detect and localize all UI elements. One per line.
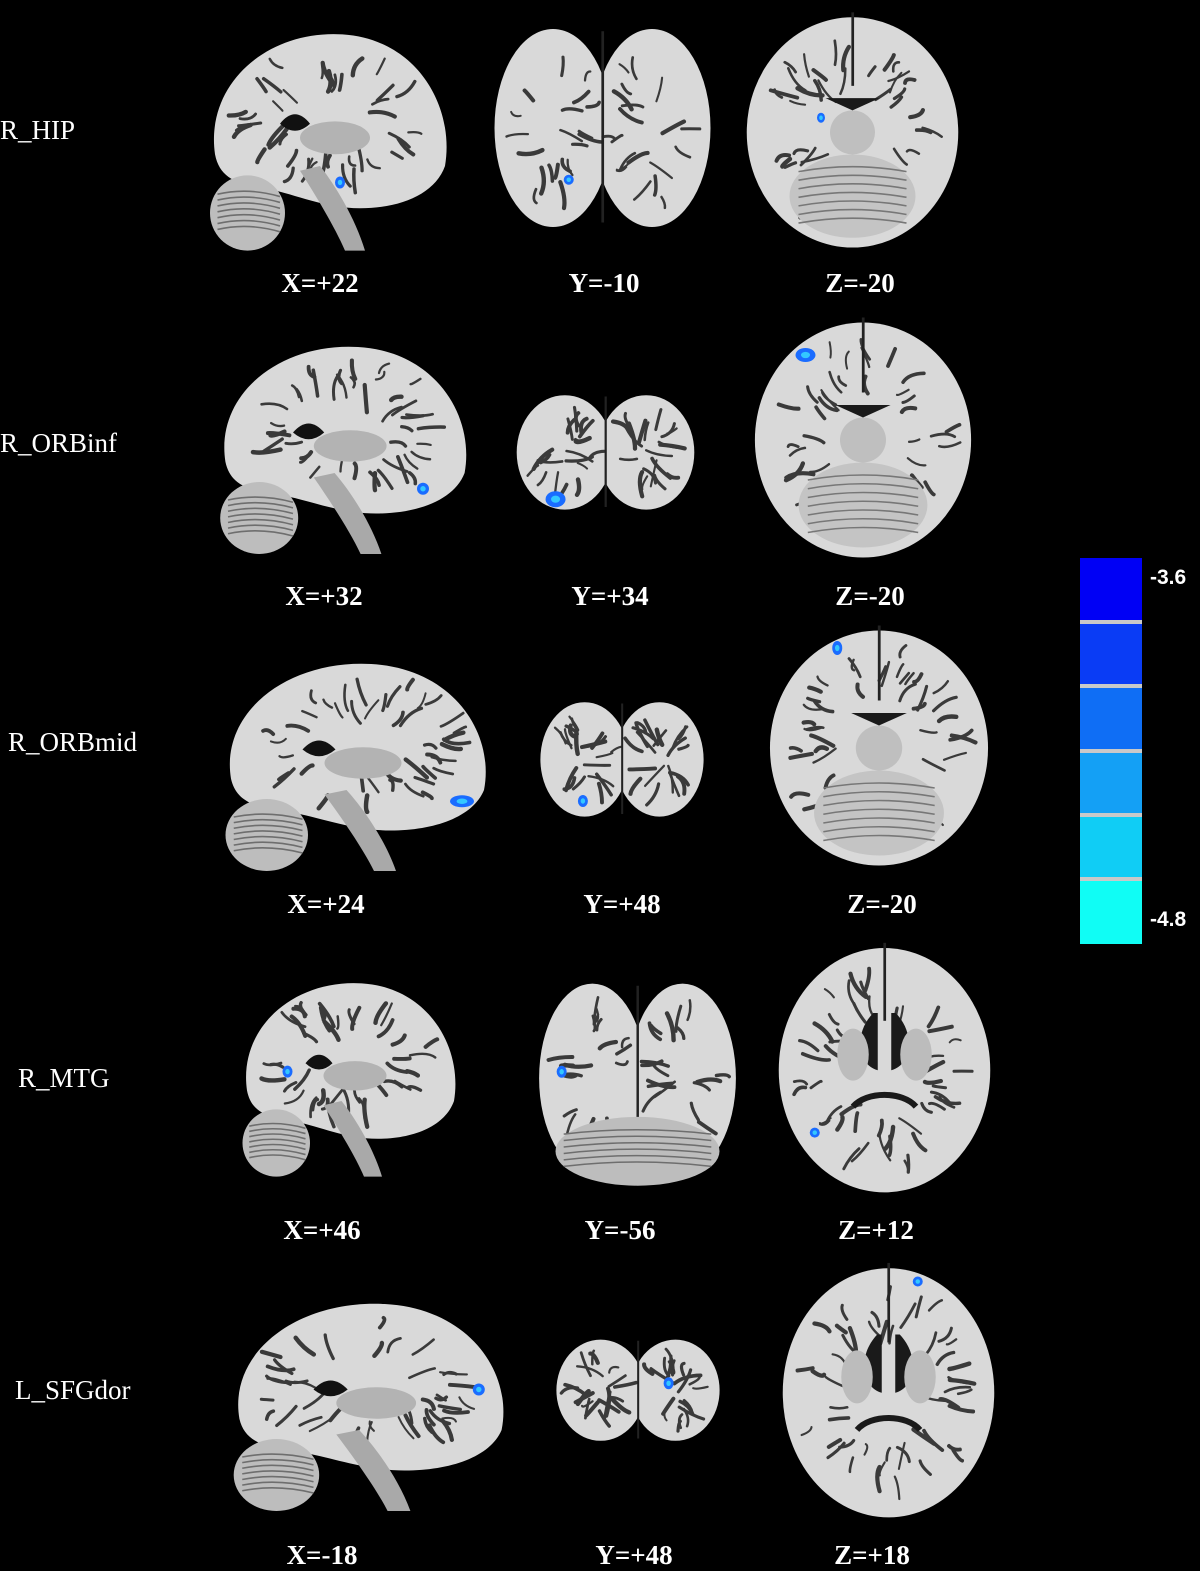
colorbar-segment xyxy=(1080,558,1142,624)
coord-r-hip-sagittal: X=+22 xyxy=(281,268,359,298)
colorbar xyxy=(1080,558,1142,944)
row-label-r-mtg: R_MTG xyxy=(18,1063,110,1093)
coord-r-orbinf-axial: Z=-20 xyxy=(835,581,905,611)
coord-r-orbmid-sagittal: X=+24 xyxy=(287,889,365,919)
slice-r-hip-coronal xyxy=(490,20,715,245)
colorbar-separator xyxy=(1080,620,1142,625)
slice-r-orbmid-axial xyxy=(763,618,995,868)
colorbar-separator xyxy=(1080,748,1142,753)
coord-l-sfgdor-axial: Z=+18 xyxy=(834,1540,910,1570)
row-label-r-hip: R_HIP xyxy=(0,115,76,145)
slice-r-mtg-axial xyxy=(772,935,997,1195)
coord-r-mtg-axial: Z=+12 xyxy=(838,1215,914,1245)
coord-r-orbinf-coronal: Y=+34 xyxy=(571,581,649,611)
coord-l-sfgdor-sagittal: X=-18 xyxy=(286,1540,358,1570)
coord-l-sfgdor-coronal: Y=+48 xyxy=(595,1540,673,1570)
slice-r-hip-axial xyxy=(740,5,965,250)
colorbar-separator xyxy=(1080,684,1142,689)
slice-r-orbinf-sagittal xyxy=(215,338,475,563)
coord-r-mtg-coronal: Y=-56 xyxy=(584,1215,656,1245)
slice-l-sfgdor-axial xyxy=(776,1255,1001,1520)
colorbar-min-label: -4.8 xyxy=(1150,908,1187,931)
coord-r-orbmid-coronal: Y=+48 xyxy=(583,889,661,919)
slice-r-mtg-coronal xyxy=(535,975,740,1190)
colorbar-separator xyxy=(1080,876,1142,881)
slice-r-orbmid-coronal xyxy=(537,697,707,827)
slice-l-sfgdor-coronal xyxy=(553,1335,723,1450)
slice-r-orbmid-sagittal xyxy=(220,655,495,880)
row-label-l-sfgdor: L_SFGdor xyxy=(15,1375,131,1405)
colorbar-segment xyxy=(1080,814,1142,880)
slice-r-orbinf-axial xyxy=(748,310,978,560)
colorbar-segment xyxy=(1080,750,1142,816)
coord-r-mtg-sagittal: X=+46 xyxy=(283,1215,361,1245)
colorbar-segment xyxy=(1080,622,1142,688)
coord-r-orbinf-sagittal: X=+32 xyxy=(285,581,363,611)
colorbar-segment xyxy=(1080,878,1142,944)
slice-l-sfgdor-sagittal xyxy=(228,1295,513,1520)
row-label-r-orbinf: R_ORBinf xyxy=(0,428,118,458)
coord-r-hip-axial: Z=-20 xyxy=(825,268,895,298)
colorbar-separator xyxy=(1080,812,1142,817)
slice-r-orbinf-coronal xyxy=(513,390,698,520)
slice-r-hip-sagittal xyxy=(205,25,455,260)
slice-r-mtg-sagittal xyxy=(238,975,463,1185)
colorbar-max-label: -3.6 xyxy=(1150,566,1187,589)
row-label-r-orbmid: R_ORBmid xyxy=(8,727,138,757)
coord-r-hip-coronal: Y=-10 xyxy=(568,268,640,298)
colorbar-segment xyxy=(1080,686,1142,752)
coord-r-orbmid-axial: Z=-20 xyxy=(847,889,917,919)
